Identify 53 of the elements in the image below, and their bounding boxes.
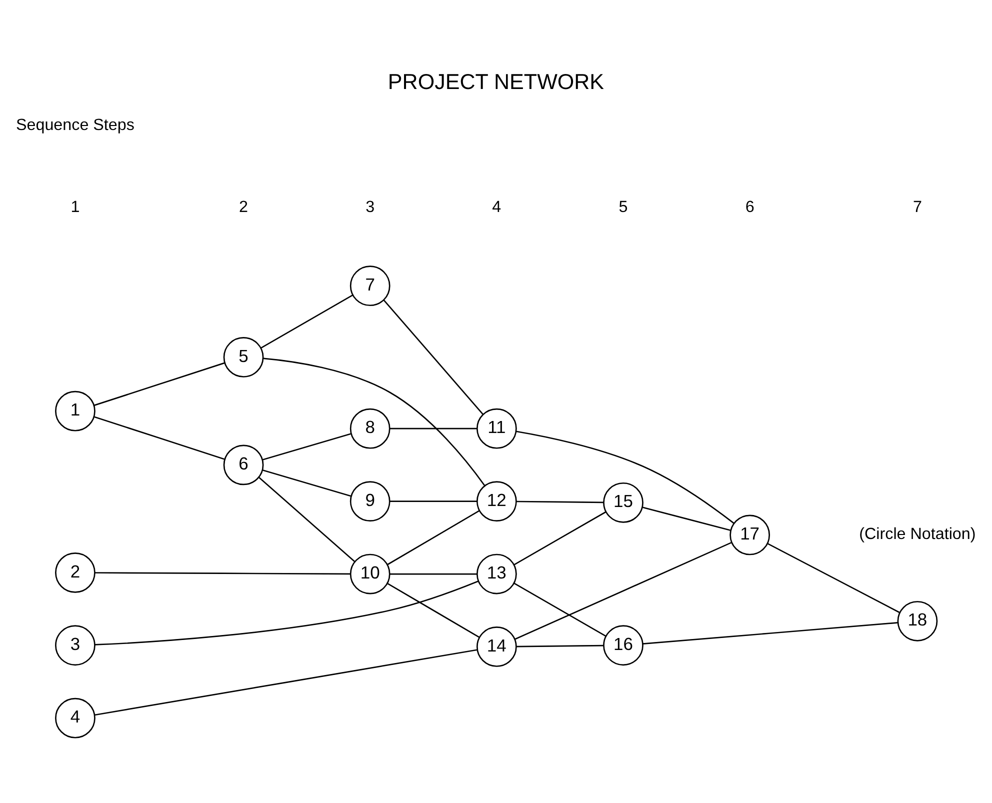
label: 2 [239, 197, 248, 216]
label: 4 [492, 197, 502, 216]
node-circle: 7 [350, 265, 390, 306]
connector [258, 476, 356, 562]
label: Sequence Steps [16, 115, 134, 134]
connector [262, 469, 352, 496]
connector [94, 416, 225, 460]
connector [390, 427, 477, 429]
node-circle: 15 [603, 482, 644, 522]
node-circle: 13 [476, 553, 517, 594]
connector [262, 432, 352, 460]
connector [387, 510, 480, 565]
node-circle: 3 [55, 624, 96, 666]
node-circle: 18 [897, 600, 938, 641]
connector [94, 648, 478, 716]
connector [94, 362, 225, 406]
label: 6 [745, 197, 754, 216]
connector [514, 541, 732, 640]
connector [516, 644, 604, 647]
node-circle: 9 [350, 480, 390, 521]
node-circle: 6 [223, 444, 264, 485]
diagram-title: PROJECT NETWORK [388, 70, 604, 94]
label: 7 [912, 197, 922, 216]
node-circle: 1 [55, 390, 96, 431]
label: 3 [366, 197, 375, 216]
label: 1 [70, 197, 80, 216]
node-circle: 12 [476, 480, 517, 521]
node-circle: 17 [730, 514, 770, 555]
connector [94, 572, 350, 574]
connector [383, 299, 484, 414]
label: 5 [618, 197, 628, 216]
node-circle: 16 [603, 624, 644, 666]
connector [390, 572, 477, 574]
node-circle: 14 [476, 626, 517, 666]
connector [767, 542, 900, 613]
node-circle: 2 [55, 552, 96, 592]
node-circle: 10 [350, 553, 390, 594]
connector [514, 510, 606, 565]
connector [516, 430, 734, 524]
connector [516, 500, 604, 503]
node-circle: 4 [55, 697, 96, 738]
connector [387, 582, 480, 638]
connector [390, 500, 477, 502]
connector [514, 582, 606, 636]
node-circle: 8 [350, 408, 390, 448]
node-circle: 11 [476, 408, 517, 448]
node-circle: 5 [223, 336, 264, 377]
connector [642, 506, 731, 530]
connector [642, 622, 898, 644]
connector [263, 357, 486, 486]
connector [260, 294, 353, 348]
label: (Circle Notation) [859, 524, 976, 543]
connector [94, 580, 479, 645]
